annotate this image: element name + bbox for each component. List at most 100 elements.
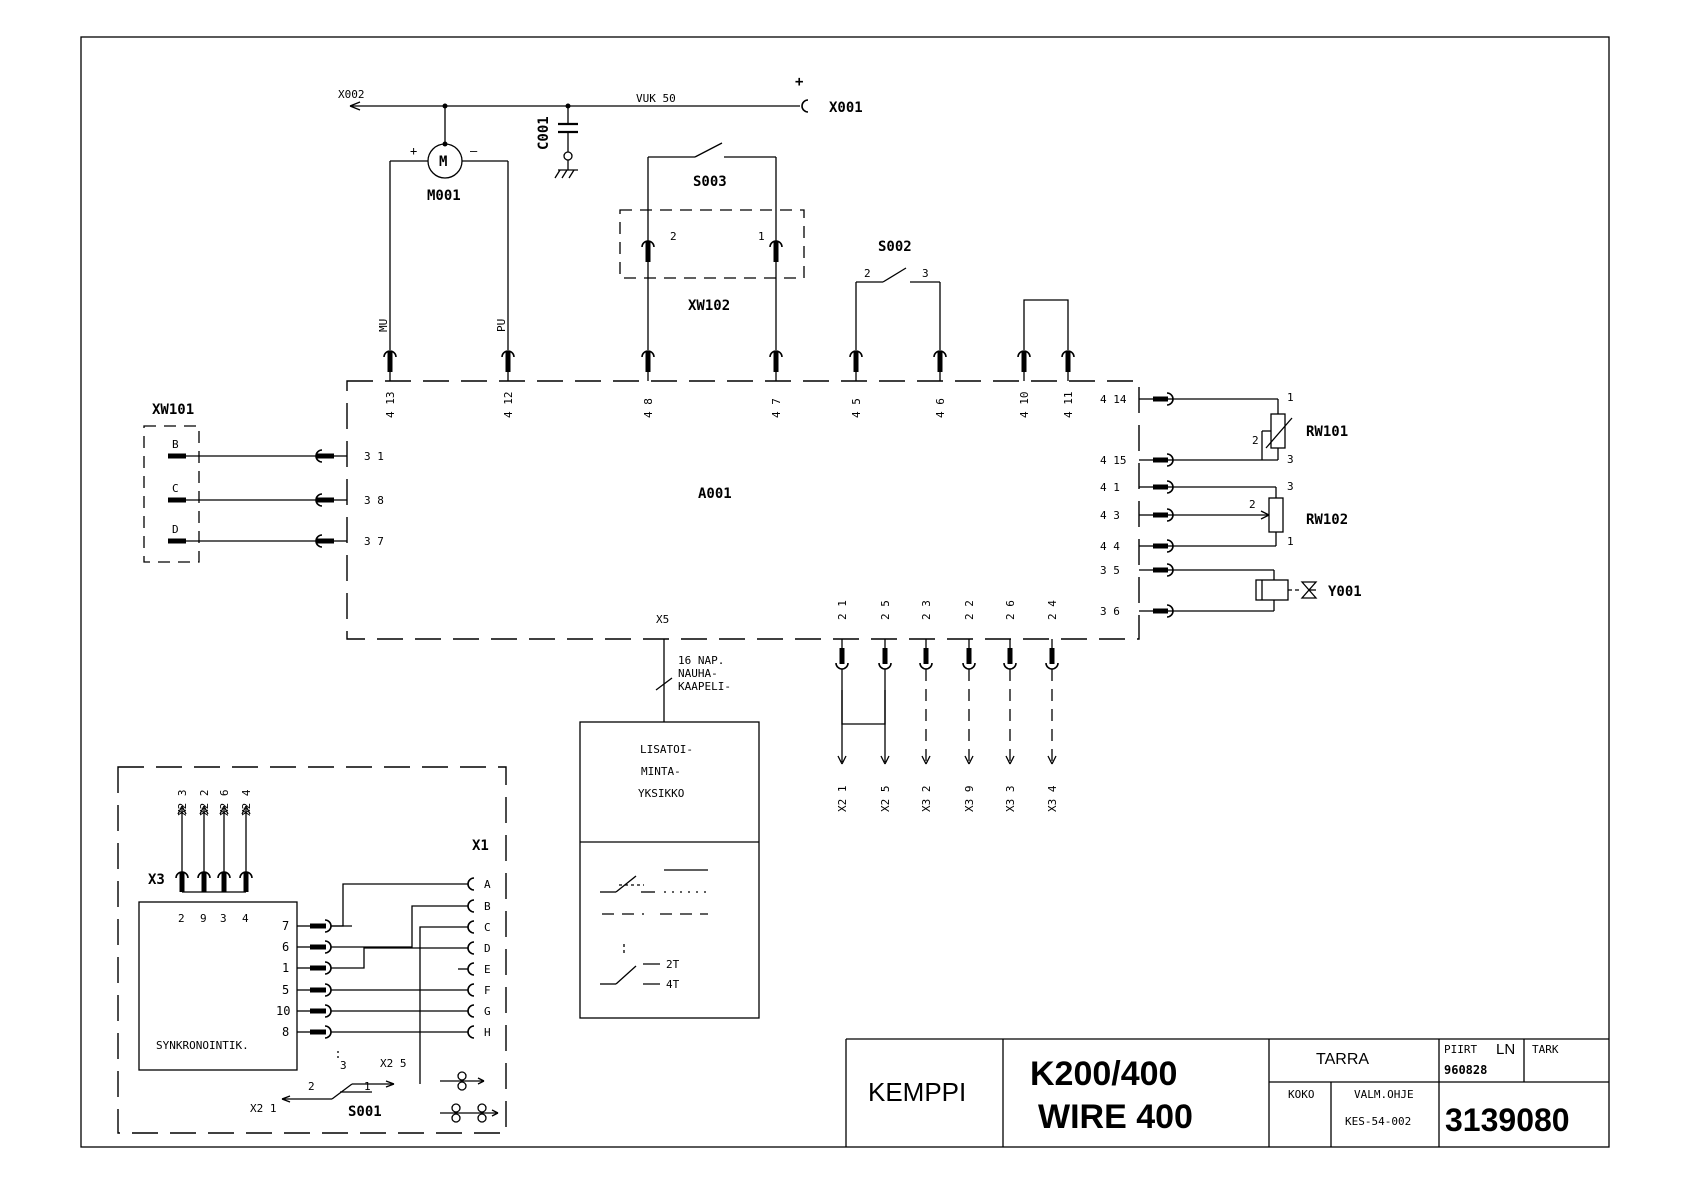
right-pin-4: 4 4 — [1100, 539, 1174, 553]
top-pin-label-2: 4 8 — [642, 398, 655, 418]
bottom-target-3: X3 9 — [963, 786, 976, 813]
s003-label: S003 — [693, 174, 727, 190]
m001-label: M001 — [427, 188, 461, 204]
bottom-pin-label-5: 2 4 — [1046, 600, 1059, 620]
bottom-target-5: X3 4 — [1046, 785, 1059, 812]
synk-pin-label-5: 8 — [282, 1025, 289, 1039]
ln-label: LN — [1496, 1041, 1515, 1058]
x1-pin-3: D — [467, 941, 491, 955]
wire-route-1 — [331, 905, 468, 948]
synk-pin-label-0: 7 — [282, 919, 289, 933]
synk-pin-1: 6 — [282, 940, 332, 954]
right-pin-5: 3 5 — [1100, 563, 1174, 577]
left-pin-label-2: 3 7 — [364, 535, 384, 548]
synk-pin-4: 10 — [276, 1004, 332, 1018]
right-pin-2: 4 1 — [1100, 480, 1174, 494]
synk-pin-3: 5 — [282, 983, 332, 997]
bottom-target-0: X2 1 — [836, 786, 849, 813]
synk-pin-label-3: 5 — [282, 983, 289, 997]
lis-line2: MINTA- — [641, 765, 681, 778]
x002-label: X002 — [338, 88, 365, 101]
right-connectors: 4 144 154 14 34 43 53 6 — [1100, 392, 1174, 618]
synk-label: SYNKRONOINTIK. — [156, 1039, 249, 1052]
motor-m001 — [389, 106, 509, 350]
top-pin-label-0: 4 13 — [384, 392, 397, 419]
x1-pin-1: B — [467, 899, 491, 913]
x3-target-1: X2 2 — [198, 790, 211, 817]
cable-line1: 16 NAP. — [678, 654, 724, 667]
switch-s001 — [281, 1051, 395, 1103]
x1-pin-5: F — [467, 983, 491, 997]
right-pin-label-6: 3 6 — [1100, 605, 1120, 618]
x1-pin-0: A — [467, 877, 491, 891]
right-pin-3: 4 3 — [1100, 508, 1174, 522]
x3-pin-0: X2 32 — [175, 790, 189, 925]
c001-label: C001 — [536, 116, 552, 150]
tarra-label: TARRA — [1316, 1051, 1369, 1068]
x3-pin-label-3: 4 — [242, 912, 249, 925]
x1-letter-2: C — [484, 921, 491, 934]
top-pin-label-5: 4 6 — [934, 398, 947, 418]
left-pin-label-0: 3 1 — [364, 450, 384, 463]
x3-pin-label-1: 9 — [200, 912, 207, 925]
rw102-potentiometer — [1173, 486, 1284, 547]
synk-pin-label-4: 10 — [276, 1004, 290, 1018]
m-plus: + — [410, 144, 417, 158]
date-value: 960828 — [1444, 1063, 1487, 1077]
piirt-label: PIIRT — [1444, 1043, 1477, 1056]
bottom-pin-3: 2 2X3 9 — [962, 600, 976, 813]
xw102-plug-1 — [769, 240, 783, 262]
sheet-border — [80, 36, 1610, 1148]
bottom-connectors: 2 1X2 12 5X2 52 3X3 22 2X3 92 6X3 32 4X3… — [835, 600, 1059, 813]
rw102-label: RW102 — [1306, 512, 1348, 528]
x1-letter-6: G — [484, 1005, 491, 1018]
bottom-pin-label-2: 2 3 — [920, 600, 933, 620]
synk-outer-box — [117, 766, 507, 1134]
right-pin-label-0: 4 14 — [1100, 393, 1127, 406]
x1-pin-2: C — [467, 920, 491, 934]
x1-letter-3: D — [484, 942, 491, 955]
x3-target-2: X2 6 — [218, 790, 231, 817]
x3-target-0: X2 3 — [176, 790, 189, 817]
rw102-pin3: 3 — [1287, 480, 1294, 493]
top-pin-label-6: 4 10 — [1018, 392, 1031, 419]
right-pin-6: 3 6 — [1100, 604, 1174, 618]
x1-pin-6: G — [467, 1004, 491, 1018]
m-minus: – — [470, 144, 478, 158]
x1-pin-7: H — [467, 1025, 491, 1039]
rw101-potentiometer — [1173, 398, 1293, 461]
right-pin-label-2: 4 1 — [1100, 481, 1120, 494]
tark-label: TARK — [1532, 1043, 1559, 1056]
xw101-letter-1: C — [172, 482, 179, 495]
rw101-pin2: 2 — [1252, 434, 1259, 447]
x1-letter-5: F — [484, 984, 491, 997]
left-pin-2: 3 7D — [168, 523, 384, 548]
bottom-target-4: X3 3 — [1004, 786, 1017, 813]
xw102-pin2: 2 — [670, 230, 677, 243]
rw102-pin2: 2 — [1249, 498, 1256, 511]
left-pin-0: 3 1B — [168, 438, 384, 463]
rw102-pin1: 1 — [1287, 535, 1294, 548]
rw101-label: RW101 — [1306, 424, 1348, 440]
a001-label: A001 — [698, 486, 732, 502]
y001-label: Y001 — [1328, 584, 1362, 600]
s001-label: S001 — [348, 1104, 382, 1120]
switch-s002 — [855, 267, 941, 350]
bottom-pin-label-0: 2 1 — [836, 600, 849, 620]
rw101-pin1: 1 — [1287, 391, 1294, 404]
cable-line2: NAUHA- — [678, 667, 718, 680]
right-pin-label-4: 4 4 — [1100, 540, 1120, 553]
jumper-410-411 — [1023, 299, 1069, 350]
synk-pin-0: 7 — [282, 919, 332, 933]
bottom-pin-label-1: 2 5 — [879, 600, 892, 620]
xw102-label: XW102 — [688, 298, 730, 314]
x5-ribbon-cable — [655, 639, 673, 722]
mode-2t: 2T — [666, 958, 680, 971]
top-pin-1: 4 12 — [501, 350, 515, 418]
pu-label: PU — [495, 319, 508, 332]
x1-letter-0: A — [484, 878, 491, 891]
x001-label: X001 — [829, 100, 863, 116]
